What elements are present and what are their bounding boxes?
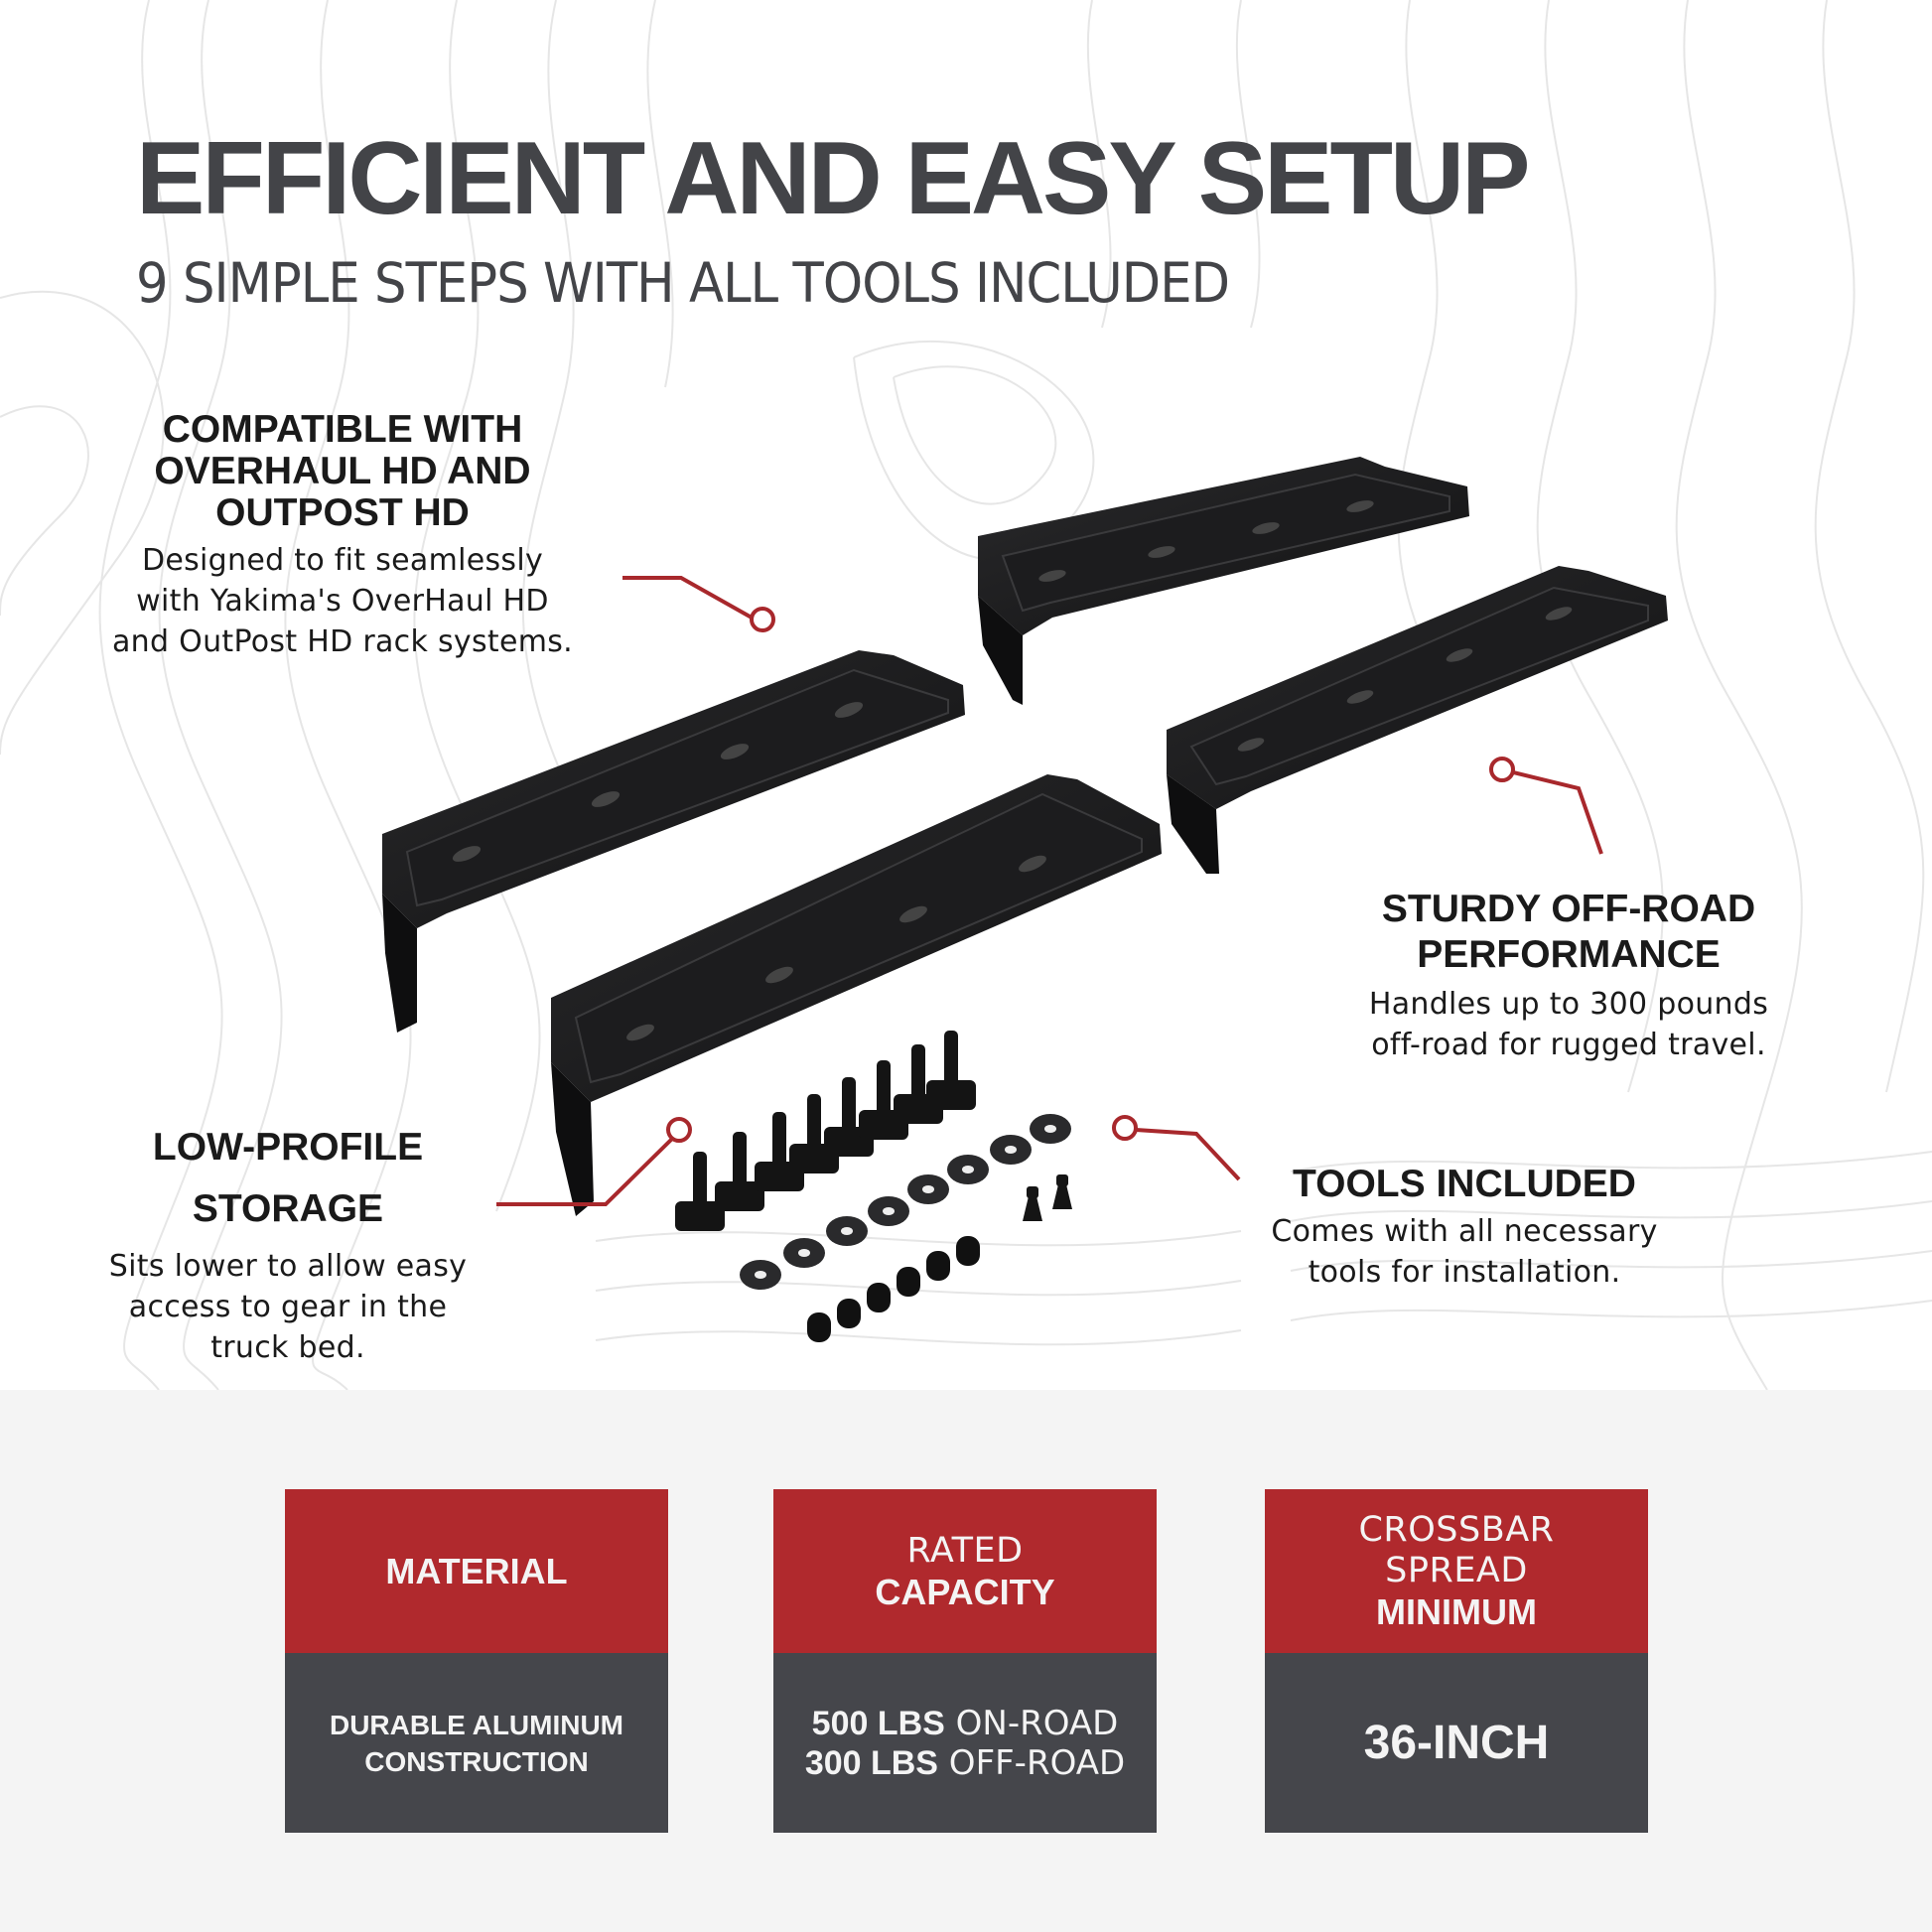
spec-card-rated-capacity: RATED CAPACITY 500 LBS ON-ROAD 300 LBS O… — [773, 1489, 1157, 1833]
spec-value: 500 LBS ON-ROAD 300 LBS OFF-ROAD — [773, 1653, 1157, 1833]
callout-compatible: COMPATIBLE WITH OVERHAUL HD AND OUTPOST … — [69, 409, 616, 662]
tray-icon — [382, 650, 965, 1033]
tray-icon — [551, 774, 1162, 1216]
callout-leader-compatible — [622, 576, 775, 632]
washer-icon — [740, 1114, 1071, 1290]
callout-heading: STURDY OFF-ROAD PERFORMANCE — [1381, 888, 1756, 976]
callout-heading: COMPATIBLE WITH OVERHAUL HD AND OUTPOST … — [154, 408, 531, 534]
spec-card-material: MATERIAL DURABLE ALUMINUM CONSTRUCTION — [285, 1489, 668, 1833]
product-illustration — [382, 457, 1668, 1342]
callout-heading: TOOLS INCLUDED — [1293, 1163, 1636, 1205]
tray-icon — [978, 457, 1469, 705]
screw-icon — [1023, 1174, 1072, 1221]
page-subtitle: 9 SIMPLE STEPS WITH ALL TOOLS INCLUDED — [136, 251, 1230, 315]
spec-header: CROSSBAR SPREAD MINIMUM — [1265, 1489, 1648, 1653]
callout-low-profile: LOW-PROFILE STORAGE Sits lower to allow … — [69, 1117, 506, 1368]
callout-heading: LOW-PROFILE STORAGE — [152, 1126, 424, 1230]
callout-body: Comes with all necessary tools for insta… — [1271, 1214, 1658, 1290]
spec-header: MATERIAL — [285, 1489, 668, 1653]
callout-leader-low-profile — [496, 1117, 692, 1206]
spec-header: RATED CAPACITY — [773, 1489, 1157, 1653]
callout-tools: TOOLS INCLUDED Comes with all necessary … — [1231, 1164, 1698, 1293]
callout-leader-sturdy — [1489, 757, 1603, 855]
callout-body: Sits lower to allow easy access to gear … — [108, 1249, 468, 1365]
callout-leader-tools — [1112, 1115, 1241, 1181]
tray-icon — [1167, 566, 1668, 874]
page-title: EFFICIENT AND EASY SETUP — [136, 121, 1531, 236]
spec-value: 36-INCH — [1265, 1653, 1648, 1833]
spec-value: DURABLE ALUMINUM CONSTRUCTION — [285, 1653, 668, 1833]
topographic-background — [0, 0, 1932, 1390]
callout-body: Handles up to 300 pounds off-road for ru… — [1368, 987, 1769, 1062]
cap-nut-icon — [807, 1236, 980, 1342]
callout-body: Designed to fit seamlessly with Yakima's… — [111, 543, 573, 659]
t-bolt-icon — [675, 1031, 976, 1231]
spec-card-crossbar-spread: CROSSBAR SPREAD MINIMUM 36-INCH — [1265, 1489, 1648, 1833]
callout-sturdy: STURDY OFF-ROAD PERFORMANCE Handles up t… — [1311, 887, 1827, 1065]
